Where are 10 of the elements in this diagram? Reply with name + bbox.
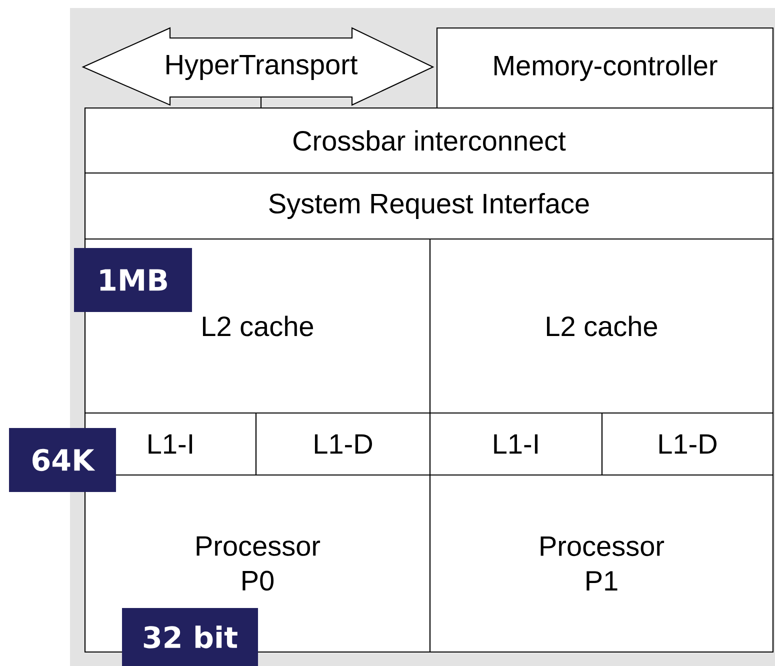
block-box: L1-D bbox=[601, 412, 774, 476]
block-box: System Request Interface bbox=[84, 172, 774, 240]
size-badge: 64K bbox=[9, 428, 116, 492]
size-badge: 1MB bbox=[74, 248, 192, 312]
connector-line bbox=[260, 97, 262, 108]
size-badge: 32 bit bbox=[122, 608, 258, 666]
block-box: Crossbar interconnect bbox=[84, 107, 774, 174]
block-box: L1-I bbox=[429, 412, 603, 476]
block-box: L1-D bbox=[255, 412, 431, 476]
block-box: Memory-controller bbox=[436, 27, 774, 109]
